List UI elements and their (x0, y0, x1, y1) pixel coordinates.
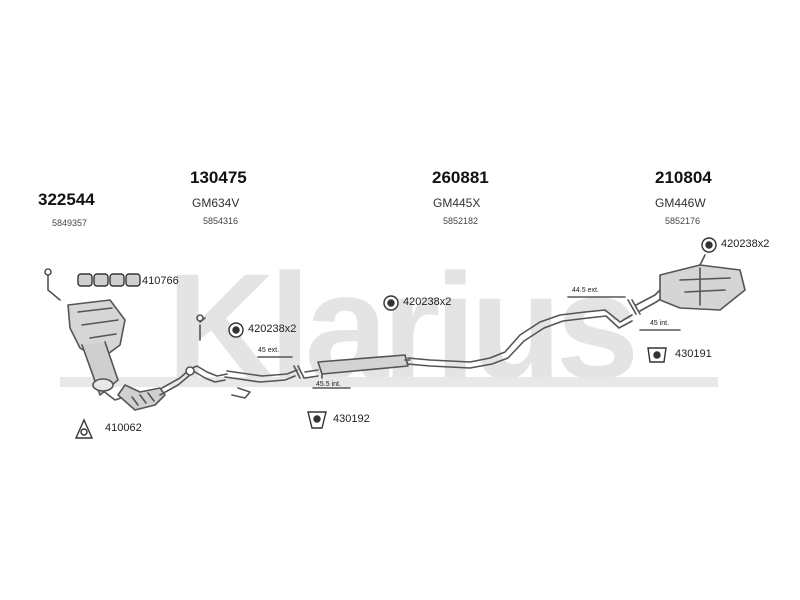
assembly-3-part-no: 260881 (432, 168, 489, 187)
rear-int-dimension: 45 int. (650, 320, 670, 327)
clamp-3-label: 420238x2 (721, 238, 770, 250)
assembly-2-ref: 5854316 (203, 216, 239, 226)
rear-joint-marker (567, 296, 681, 331)
flange-gasket-label: 410062 (105, 422, 142, 434)
catalytic-converter (44, 268, 151, 406)
assembly-2-code: GM634V (192, 196, 240, 210)
assembly-2-part-no: 130475 (190, 168, 247, 187)
clamp-2-label: 420238x2 (403, 296, 452, 308)
assembly-1-part-no: 322544 (38, 190, 95, 209)
rear-ext-dimension: 44.5 ext. (572, 287, 599, 294)
rear-silencer (635, 254, 746, 312)
assembly-3-ref: 5852182 (443, 216, 479, 226)
gasket-set-label: 410766 (142, 275, 179, 287)
clamp-1-label: 420238x2 (248, 323, 297, 335)
front-ext-dimension: 45 ext. (258, 347, 280, 354)
assembly-3-code: GM445X (433, 196, 481, 210)
hanger-rear-label: 430191 (675, 348, 712, 360)
assembly-1-ref: 5849357 (52, 218, 88, 228)
hanger-mid-label: 430192 (333, 413, 370, 425)
front-joint-marker (257, 356, 351, 389)
middle-silencer (304, 309, 633, 379)
assembly-4-part-no: 210804 (655, 168, 712, 187)
flex-pipe (117, 314, 298, 411)
assembly-4-ref: 5852176 (665, 216, 701, 226)
front-int-dimension: 45.5 int. (316, 381, 341, 388)
fitting-icons (74, 237, 717, 439)
assembly-4-code: GM446W (655, 196, 706, 210)
